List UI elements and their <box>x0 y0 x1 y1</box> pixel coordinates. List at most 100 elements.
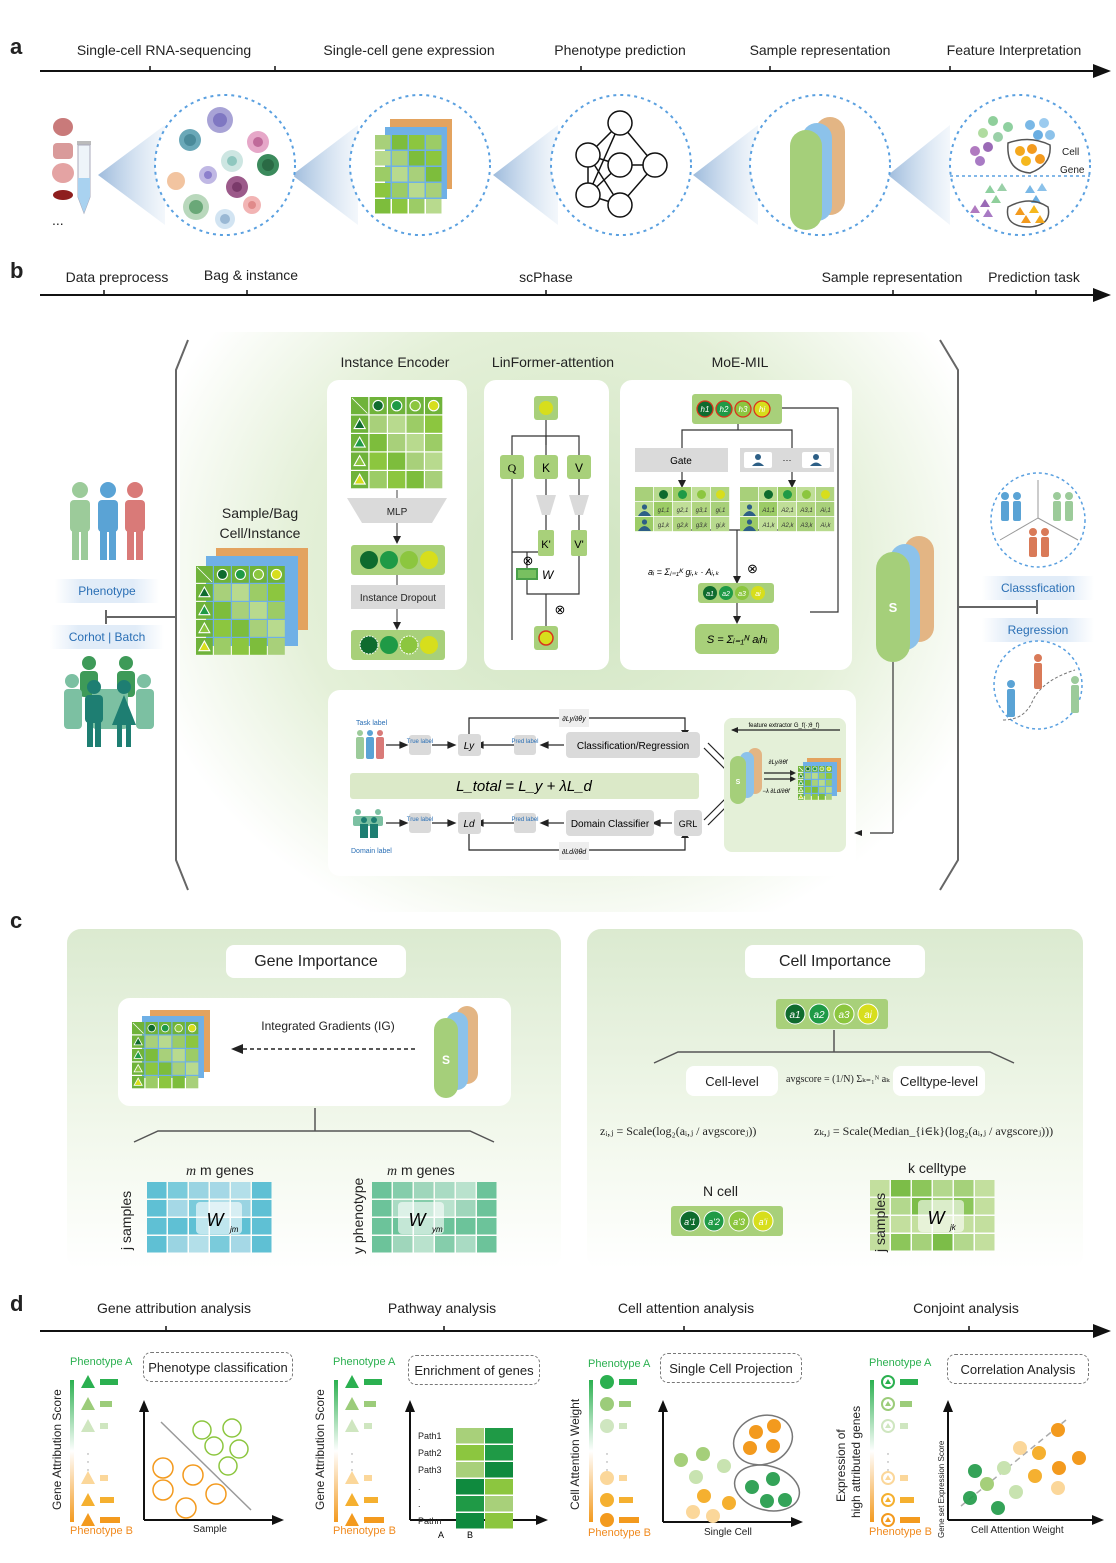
training-diagram: Task label ∂Ly/∂θy ∂Ld/∂θd True label Ly… <box>350 709 846 860</box>
pathway-label: Path1 <box>418 1431 442 1441</box>
gene-label: Gene <box>1060 165 1085 176</box>
d2-box-enrichment: Enrichment of genes <box>408 1355 540 1385</box>
feature-extractor-label: feature extractor G_f(·;θ_f) <box>748 723 819 729</box>
grad-ly-theta-y: ∂Ly/∂θy <box>562 716 586 723</box>
cell-gene-matrix <box>132 1022 199 1089</box>
pathway-cell <box>456 1513 484 1529</box>
d1-plot <box>70 1375 284 1526</box>
pred-label-2: Pred label <box>511 817 538 823</box>
d4-box-correlation: Correlation Analysis <box>947 1354 1089 1384</box>
d2-col-b: B <box>467 1530 473 1540</box>
cohort-people-icon <box>64 656 154 747</box>
ig-diagram: Integrated Gradients (IG) S <box>132 1006 478 1098</box>
d1-ylabel: Gene Attribution Score <box>50 1389 64 1510</box>
svg-text:A2,1: A2,1 <box>780 508 793 514</box>
pathway-label: . <box>418 1499 421 1509</box>
svg-text:A3,k: A3,k <box>799 523 813 529</box>
cone-2 <box>292 125 358 225</box>
organ-ellipsis: ... <box>52 212 64 228</box>
cell-instance-label: Cell/Instance <box>219 525 301 541</box>
pathway-label: . <box>418 1482 421 1492</box>
svg-text:h2: h2 <box>720 405 729 414</box>
bag-matrix-stack-icon <box>196 548 308 655</box>
expert-icons <box>752 454 822 466</box>
heatmap-cell <box>933 1234 953 1251</box>
heatmap-cell <box>891 1180 911 1197</box>
timeline-d-step-4: Conjoint analysis <box>913 1300 1019 1316</box>
s-ig-label: S <box>442 1053 450 1067</box>
k-label: K <box>542 461 550 475</box>
svg-text:ai: ai <box>864 1010 873 1021</box>
svg-text:hi: hi <box>759 405 765 414</box>
y-phenotype-label: y phenotype <box>350 1177 366 1254</box>
heatmap-cell <box>975 1216 995 1233</box>
expert-ellipsis: ··· <box>783 455 792 465</box>
score-legend <box>334 1375 384 1526</box>
timeline-b-step-5: Prediction task <box>988 269 1080 285</box>
svg-text:ai: ai <box>755 591 761 598</box>
timeline-a-step-5: Feature Interpretation <box>946 42 1082 58</box>
cell-label: Cell <box>1062 147 1079 158</box>
timeline-b-step-4: Sample representation <box>821 269 963 285</box>
gate-label: Gate <box>670 456 692 467</box>
svg-text:gi,k: gi,k <box>716 523 726 529</box>
instance-encoder-diagram: MLP Instance Dropout <box>347 397 447 660</box>
svg-text:a'i: a'i <box>759 1217 769 1227</box>
w-ym-matrix: W ym <box>372 1182 497 1253</box>
timeline-b-step-3: scPhase <box>519 269 573 285</box>
j-samples-label-2: j samples <box>872 1192 888 1252</box>
timeline-d-step-1: Gene attribution analysis <box>96 1300 252 1316</box>
heatmap-cell <box>891 1198 911 1215</box>
svg-text:ym: ym <box>431 1225 443 1234</box>
heatmap-cell <box>189 1182 209 1199</box>
s-formula: S = Σᵢ₌₁ᴺ aᵢhᵢ <box>707 634 768 646</box>
pathway-cell <box>485 1445 513 1461</box>
d1-box-phenotype-classification: Phenotype classification <box>143 1352 293 1382</box>
w-label: W <box>542 568 555 582</box>
heatmap-cell <box>477 1218 497 1235</box>
pathway-cell <box>456 1445 484 1461</box>
a-formula: aᵢ = Σⱼ₌₁ᴷ gᵢ,ₖ · Aᵢ,ₖ <box>648 567 719 577</box>
grl-node: GRL <box>679 819 698 829</box>
heatmap-cell <box>414 1182 434 1199</box>
heatmap-cell <box>393 1182 413 1199</box>
true-label-2: True label <box>407 817 433 823</box>
s-label: S <box>889 600 898 615</box>
m-genes-text-2: m genes <box>401 1162 455 1178</box>
heatmap-cell <box>891 1216 911 1233</box>
heatmap-cell <box>456 1200 476 1217</box>
phenotype-people-icon <box>70 482 145 560</box>
d4-plot <box>870 1375 1104 1527</box>
heatmap-cell <box>954 1234 974 1251</box>
heatmap-cell <box>435 1236 455 1253</box>
cell-icons <box>167 107 279 229</box>
pathway-cell <box>485 1479 513 1495</box>
heatmap-cell <box>147 1200 167 1217</box>
instance-dropout-label: Instance Dropout <box>360 593 436 604</box>
panel-d-letter: d <box>10 1291 24 1316</box>
instance-encoder-title: Instance Encoder <box>340 354 450 370</box>
test-tube-icon <box>77 141 91 215</box>
neural-network-icon <box>575 110 668 218</box>
linformer-title: LinFormer-attention <box>491 354 615 370</box>
d4-ylabel-1: Expression of <box>834 1429 848 1502</box>
classification-regression-node: Classification/Regression <box>577 741 689 752</box>
heatmap-cell <box>147 1182 167 1199</box>
svg-text:A2,k: A2,k <box>780 523 794 529</box>
svg-text:g3,k: g3,k <box>696 523 708 529</box>
heatmap-cell <box>393 1236 413 1253</box>
svg-text:g1,1: g1,1 <box>658 508 670 514</box>
mini-matrix-icon <box>798 758 841 800</box>
expression-matrix-icon <box>375 119 452 214</box>
svg-text:a1: a1 <box>789 1010 800 1021</box>
heatmap-cell <box>168 1236 188 1253</box>
pathway-label: Pathn <box>418 1516 442 1526</box>
timeline-a-step-1: Single-cell RNA-sequencing <box>76 42 252 58</box>
svg-text:Ai,k: Ai,k <box>819 523 831 529</box>
heatmap-cell <box>456 1218 476 1235</box>
panel-b-timeline-axis <box>40 288 1111 302</box>
d4-phenotype-b: Phenotype B <box>869 1526 932 1538</box>
ig-label: Integrated Gradients (IG) <box>261 1019 394 1033</box>
m-genes-label-2: m m genes <box>387 1162 455 1179</box>
